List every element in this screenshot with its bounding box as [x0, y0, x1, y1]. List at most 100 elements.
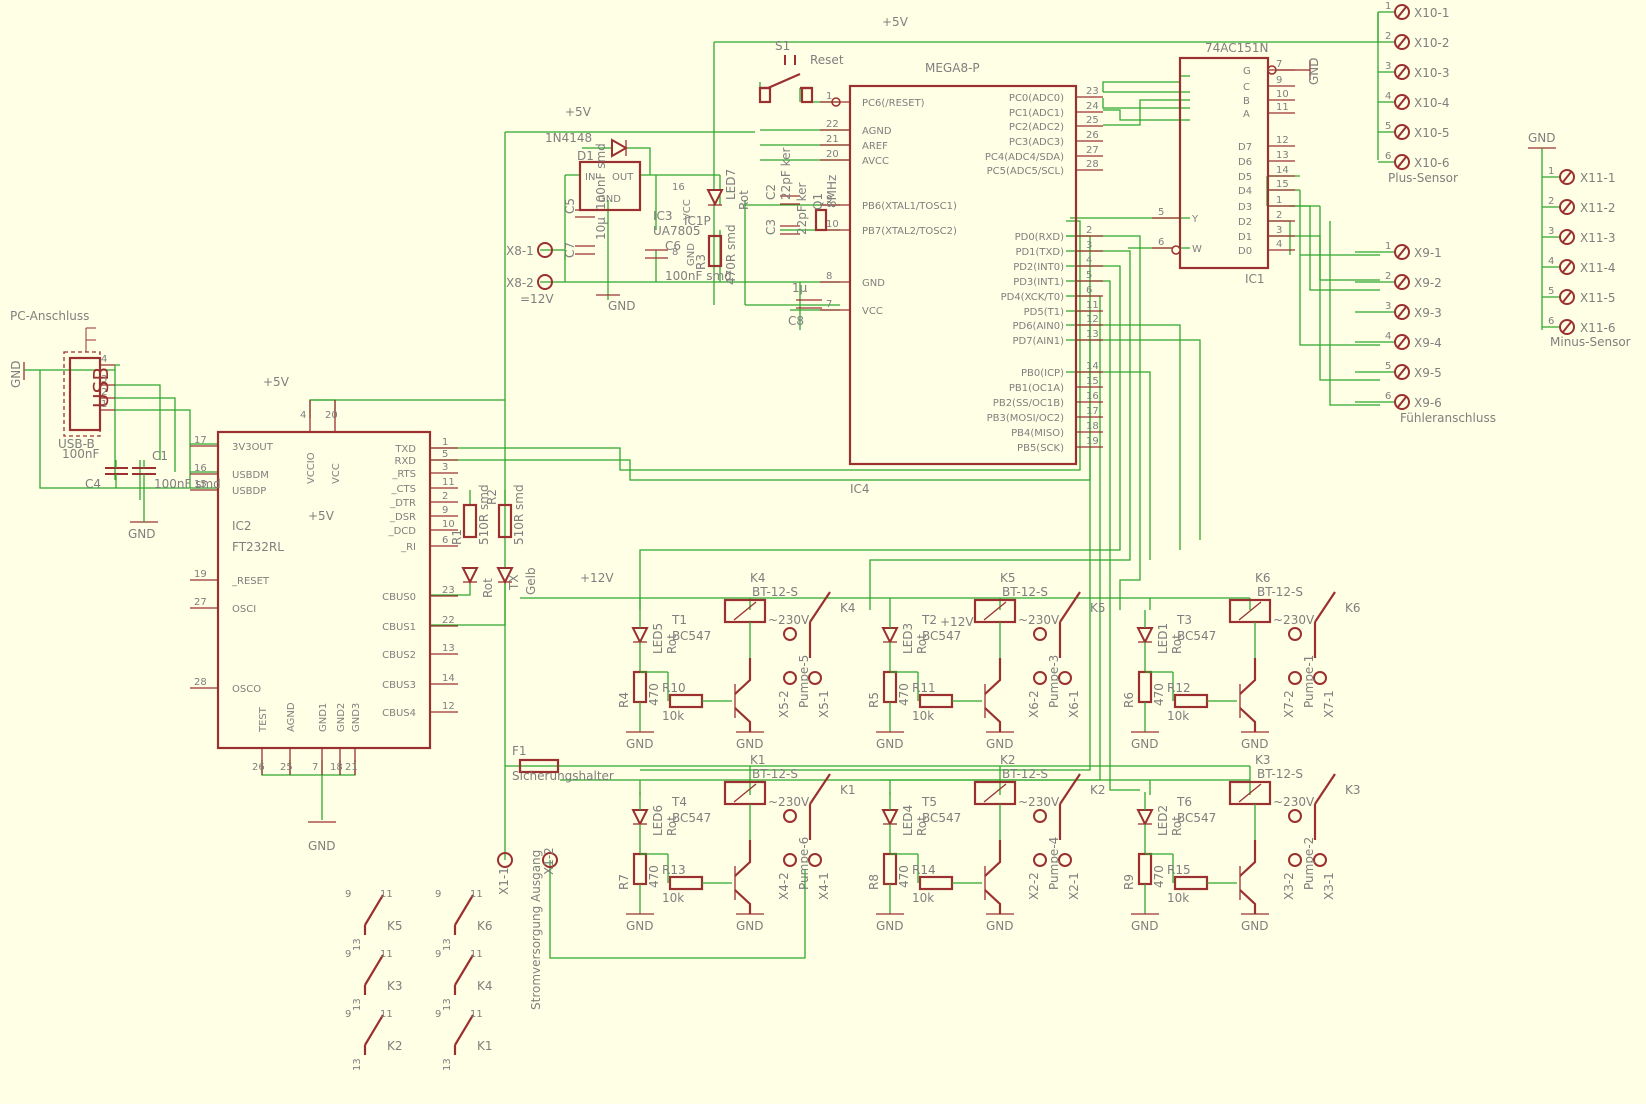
x10-label: X10-4 [1414, 96, 1449, 110]
ic1-part: 74AC151N [1205, 41, 1269, 55]
gnd-label: GND [1131, 737, 1159, 751]
ic4-pin-label: PB5(SCK) [1017, 443, 1064, 454]
pump-terminal-a[interactable] [1033, 809, 1047, 823]
pump-terminal-a[interactable] [1033, 627, 1047, 641]
x11-terminal[interactable] [1559, 259, 1575, 275]
led-name: LED2 [1156, 805, 1170, 836]
x1-2-label: X1-2 [542, 847, 556, 875]
x1-2-terminal[interactable] [542, 852, 558, 868]
ic2-pin-label: 3V3OUT [232, 442, 274, 453]
relay-part: BT-12-S [1257, 767, 1303, 781]
ic2-pin-label: USBDP [232, 486, 266, 497]
relay-name: K1 [750, 753, 766, 767]
pump-terminal-a[interactable] [1288, 809, 1302, 823]
ic1-pin-num: 14 [1276, 165, 1289, 176]
usb-label: USB [89, 367, 113, 408]
x10-terminal[interactable] [1394, 154, 1410, 170]
x11-terminal[interactable] [1559, 319, 1575, 335]
x11-terminal[interactable] [1559, 229, 1575, 245]
pump-label: Pumpe-6 [797, 837, 811, 890]
pump-terminal-b[interactable] [1033, 853, 1047, 867]
relay-contact-name: K1 [840, 783, 856, 797]
pump-terminal-c[interactable] [1058, 853, 1072, 867]
x10-label: X10-2 [1414, 36, 1449, 50]
contact-name: K2 [387, 1039, 403, 1053]
pump-terminal-b[interactable] [1288, 853, 1302, 867]
relay-contact-name: K2 [1090, 783, 1106, 797]
ic4-pin-num: 6 [1086, 285, 1092, 296]
x10-terminal[interactable] [1394, 4, 1410, 20]
x11-pin-num: 2 [1548, 196, 1554, 207]
pump-terminal-b[interactable] [1288, 671, 1302, 685]
ic4-pin-label: PD0(RXD) [1015, 232, 1064, 243]
x11-terminal[interactable] [1559, 169, 1575, 185]
x10-terminal[interactable] [1394, 124, 1410, 140]
pump-terminal-label: X6-2 [1027, 690, 1041, 718]
contact-name: K5 [387, 919, 403, 933]
x11-terminal[interactable] [1559, 289, 1575, 305]
x8-2-terminal[interactable] [537, 274, 553, 290]
contact-pin: 11 [380, 949, 393, 960]
pump-terminal-c[interactable] [808, 671, 822, 685]
led-name: LED1 [1156, 623, 1170, 654]
x9-terminal[interactable] [1394, 244, 1410, 260]
pump-terminal-c[interactable] [1313, 671, 1327, 685]
x9-pin-num: 2 [1385, 271, 1391, 282]
ic4-pin-num: 12 [1086, 314, 1099, 325]
x9-terminal[interactable] [1394, 304, 1410, 320]
pump-terminal-b[interactable] [783, 671, 797, 685]
x9-label: X9-2 [1414, 276, 1442, 290]
transistor-name: T2 [921, 613, 937, 627]
x9-pin-num: 6 [1385, 391, 1391, 402]
ic4-pin-label: PB1(OC1A) [1009, 383, 1064, 394]
x1-1-terminal[interactable] [497, 852, 513, 868]
x11-pin-num: 6 [1548, 316, 1554, 327]
x9-terminal[interactable] [1394, 394, 1410, 410]
pump-terminal-c[interactable] [1058, 671, 1072, 685]
pump-terminal-label: X3-2 [1282, 872, 1296, 900]
ic4-pin-label: PD7(AIN1) [1012, 336, 1064, 347]
led7-name: LED7 [724, 169, 738, 200]
plus-sensor-label: Plus-Sensor [1388, 171, 1458, 185]
ic4-pin-num: 25 [1086, 115, 1099, 126]
x10-pin-num: 5 [1385, 121, 1391, 132]
x8-1-terminal[interactable] [537, 242, 553, 258]
pump-terminal-b[interactable] [783, 853, 797, 867]
ic1-pin-label: A [1243, 109, 1250, 120]
ic1p-vcc: VCC [682, 199, 693, 220]
pump-terminal-a[interactable] [783, 809, 797, 823]
x11-terminal[interactable] [1559, 199, 1575, 215]
pump-terminal-a[interactable] [783, 627, 797, 641]
gnd-label: GND [736, 919, 764, 933]
x9-terminal[interactable] [1394, 364, 1410, 380]
ic1p-gnd: GND [686, 243, 697, 266]
c5-name: C5 [563, 198, 577, 214]
x9-terminal[interactable] [1394, 274, 1410, 290]
ic1-pin-label: B [1243, 96, 1250, 107]
ic1p-pin8: 8 [672, 247, 678, 258]
x9-terminal[interactable] [1394, 334, 1410, 350]
x9-label: X9-3 [1414, 306, 1442, 320]
ic4-pin-label: VCC [862, 306, 883, 317]
x10-terminal[interactable] [1394, 64, 1410, 80]
usb-gnd-label: GND [9, 360, 23, 388]
pump-terminal-a[interactable] [1288, 627, 1302, 641]
ic3-in: IN [585, 172, 595, 183]
c2-value: 22pF ker [779, 147, 793, 200]
ic1-pin-num: 15 [1276, 179, 1289, 190]
c3-name: C3 [764, 219, 778, 235]
pump-terminal-c[interactable] [808, 853, 822, 867]
x1-1-label: X1-1 [497, 867, 511, 895]
x10-terminal[interactable] [1394, 34, 1410, 50]
relay-contact-name: K6 [1345, 601, 1361, 615]
gnd-ic2: GND [308, 839, 336, 853]
x11-pin-num: 4 [1548, 256, 1554, 267]
pump-terminal-b[interactable] [1033, 671, 1047, 685]
x10-terminal[interactable] [1394, 94, 1410, 110]
pump-terminal-c[interactable] [1313, 853, 1327, 867]
r2-value: 510R smd [512, 484, 526, 545]
ic1-pin-num: 9 [1276, 75, 1282, 86]
c3-value: 22pF ker [795, 182, 809, 235]
pump-terminal-label: X2-1 [1067, 872, 1081, 900]
